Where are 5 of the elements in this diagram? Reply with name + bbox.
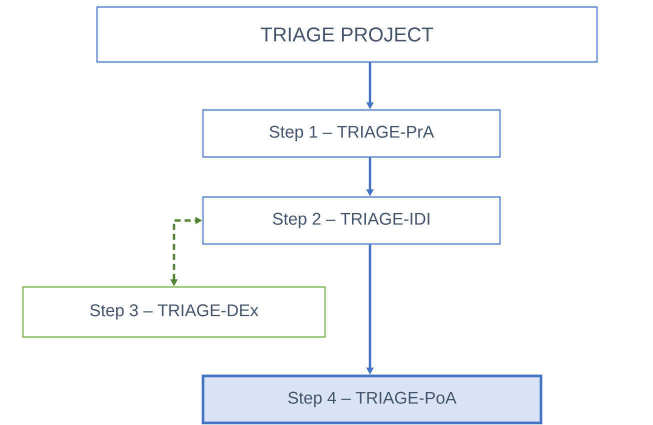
process-box: TRIAGE PROJECT [96, 6, 598, 63]
process-box: Step 1 – TRIAGE-PrA [202, 109, 501, 158]
process-box: Step 4 – TRIAGE-PoA [202, 374, 542, 424]
process-box: Step 3 – TRIAGE-DEx [22, 286, 326, 338]
process-box: Step 2 – TRIAGE-IDI [202, 196, 501, 245]
